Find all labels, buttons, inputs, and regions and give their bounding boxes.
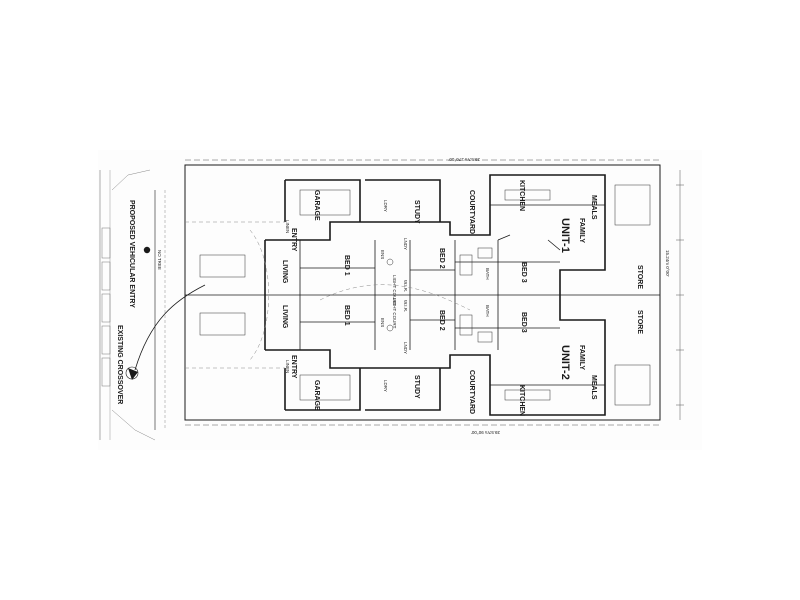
fixtures bbox=[199, 184, 651, 406]
north-marker-label: N bbox=[130, 371, 133, 376]
north-marker: N bbox=[125, 366, 139, 380]
linen-unit2-label: LINEN bbox=[285, 360, 290, 373]
internal-walls bbox=[299, 204, 605, 386]
wir-unit2-label: W.I.R. bbox=[403, 300, 408, 312]
ldry-unit2-label: LDRY bbox=[383, 380, 388, 392]
tree-symbol bbox=[143, 246, 151, 254]
bed3-unit1-label: BED 3 bbox=[520, 262, 527, 283]
study-unit1-label: STUDY bbox=[413, 200, 420, 224]
lndy-unit2-label: LNDY bbox=[403, 342, 408, 354]
garage-1-label: GARAGE bbox=[313, 190, 320, 221]
light-court-1-label: LIGHT COURT bbox=[392, 275, 397, 306]
street-area: PROPOSED VEHICULAR ENTRY EXISTING CROSSO… bbox=[99, 169, 206, 441]
linen-unit1-label: LINEN bbox=[285, 220, 290, 233]
building-walls bbox=[264, 174, 606, 416]
living-2-label: LIVING bbox=[281, 305, 288, 329]
kitchen-unit1-label: KITCHEN bbox=[518, 180, 525, 211]
courtyard-unit2-label: COURTYARD bbox=[468, 370, 475, 414]
entry-unit1-label: ENTRY bbox=[290, 228, 297, 252]
living-1-label: LIVING bbox=[281, 260, 288, 284]
crossover-label: EXISTING CROSSOVER bbox=[116, 325, 123, 404]
unit-1-label: UNIT-1 bbox=[559, 218, 571, 253]
bed3-unit2-label: BED 3 bbox=[520, 312, 527, 333]
family-unit1-label: FAMILY bbox=[578, 218, 585, 243]
bath-unit2-label: BATH bbox=[485, 305, 490, 317]
driveways bbox=[185, 221, 471, 369]
bath-unit1-label: BATH bbox=[485, 268, 490, 280]
ens-unit2-label: ENS bbox=[380, 318, 385, 327]
kitchen-unit2-label: KITCHEN bbox=[518, 385, 525, 416]
sheet-area bbox=[98, 150, 702, 450]
study-unit2-label: STUDY bbox=[413, 375, 420, 399]
wir-unit1-label: W.I.R. bbox=[403, 280, 408, 292]
lndy-unit1-label: LNDY bbox=[403, 238, 408, 250]
street-note-label: PROPOSED VEHICULAR ENTRY bbox=[128, 200, 135, 308]
bed1-unit2-label: BED 1 bbox=[343, 305, 350, 326]
bed1-unit1-label: BED 1 bbox=[343, 255, 350, 276]
garage-2-label: GARAGE bbox=[313, 380, 320, 411]
dimension-lines bbox=[676, 170, 684, 420]
tree-note-label: NO TREE bbox=[157, 250, 162, 270]
boundary-bottom-label: 39.57m 90°00' bbox=[471, 430, 500, 435]
unit-2-label: UNIT-2 bbox=[559, 345, 571, 380]
bed2-unit1-label: BED 2 bbox=[438, 248, 445, 269]
entry-unit2-label: ENTRY bbox=[290, 355, 297, 379]
ldry-unit1-label: LDRY bbox=[383, 200, 388, 212]
store-unit2-label: STORE bbox=[636, 310, 643, 334]
arc-arrow bbox=[134, 284, 206, 371]
bed2-unit2-label: BED 2 bbox=[438, 310, 445, 331]
boundary-top-label: 39.57m 270°00' bbox=[448, 157, 480, 162]
meals-unit1-label: MEALS bbox=[590, 195, 597, 220]
ens-unit1-label: ENS bbox=[380, 250, 385, 259]
rear-boundary-label: 15.24m 0°00' bbox=[665, 250, 670, 277]
light-court-2-label: LIGHT COURT bbox=[392, 298, 397, 329]
family-unit2-label: FAMILY bbox=[578, 345, 585, 370]
property-boundary bbox=[184, 164, 661, 421]
store-unit1-label: STORE bbox=[636, 265, 643, 289]
courtyard-unit1-label: COURTYARD bbox=[468, 190, 475, 234]
meals-unit2-label: MEALS bbox=[590, 375, 597, 400]
